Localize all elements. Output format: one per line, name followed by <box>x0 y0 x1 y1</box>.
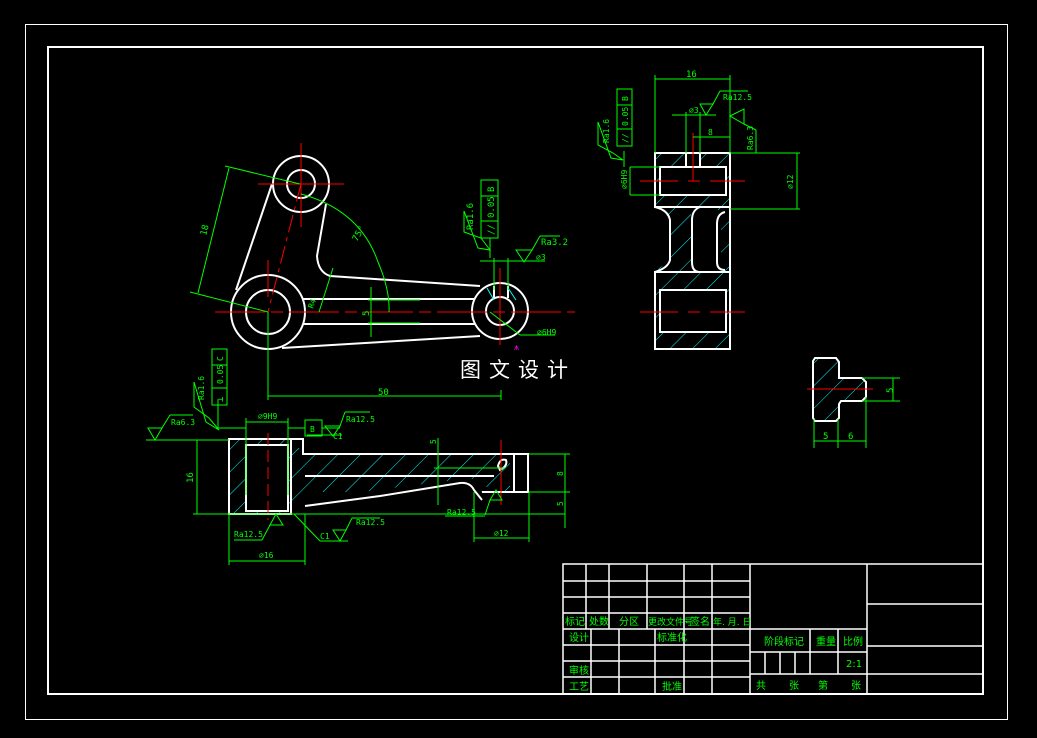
tolerance-value: 0.05 <box>216 365 225 384</box>
roughness-left: Ra1.6 <box>602 119 611 143</box>
chamfer-top: C1 <box>333 432 343 441</box>
sheets-label: 张 <box>789 680 799 692</box>
marker-icon: ⩚ <box>514 343 519 353</box>
design-label: 设计 <box>569 631 589 644</box>
outer-border <box>25 24 1008 720</box>
approve-label: 批准 <box>662 680 682 693</box>
roughness-bottom-right: Ra12.5 <box>356 518 385 527</box>
roughness-bottom-left: Ra12.5 <box>234 530 263 539</box>
width-dim: 16 <box>686 70 697 80</box>
length-dim: 18 <box>199 224 211 237</box>
arm-thickness-dim: 5 <box>429 439 438 444</box>
face-roughness: Ra1.6 <box>197 376 206 400</box>
header-mark: 标记 <box>565 616 585 628</box>
section-height-dim: 5 <box>886 388 896 393</box>
arm-width-dim: 5 <box>362 311 372 316</box>
bore-dim: ⌀6H9 <box>620 170 629 189</box>
scale-value: 2:1 <box>846 659 862 670</box>
title-block: 标记 处数 分区 更改文件号 签名 年. 月. 日 设计 标准化 审核 工艺 批… <box>562 563 984 695</box>
section-view: 5 5 6 <box>807 357 900 448</box>
tolerance-value: 0.05 <box>487 196 497 218</box>
end-dia-dim: ⌀12 <box>494 529 509 538</box>
end-offset-dim: 5 <box>556 501 565 506</box>
tolerance-value: 0.05 <box>621 107 630 126</box>
pin-offset-dim: 8 <box>708 128 713 137</box>
roughness-top: Ra12.5 <box>723 93 752 102</box>
header-sign: 签名 <box>690 615 710 628</box>
section-width-left: 5 <box>823 432 828 442</box>
total-label: 共 <box>756 680 766 692</box>
review-label: 审核 <box>569 664 589 677</box>
header-zone: 分区 <box>619 616 639 628</box>
end-height-dim: 8 <box>556 471 565 476</box>
pin-hole-dim: ⌀3 <box>536 253 546 262</box>
watermark: 图文设计 <box>460 358 576 382</box>
outer-dim: ⌀12 <box>786 174 795 189</box>
radius-dim: R4 <box>306 297 318 309</box>
standardize-label: 标准化 <box>657 631 687 644</box>
stage-mark-label: 阶段标记 <box>764 635 804 648</box>
bore-dim: ⌀9H9 <box>258 412 277 421</box>
tolerance-symbol: ⊥ <box>216 396 226 402</box>
roughness-end: Ra12.5 <box>447 508 476 517</box>
inner-border <box>47 46 984 695</box>
tolerance-datum: B <box>487 187 497 192</box>
hole-dim: ⌀6H9 <box>537 328 556 337</box>
chamfer-bottom: C1 <box>320 532 330 541</box>
section-width-right: 6 <box>848 432 853 442</box>
header-date: 年. 月. 日 <box>713 616 751 628</box>
roughness-face: Ra1.6 <box>466 203 476 230</box>
weight-label: 重量 <box>816 635 836 648</box>
datum-b: B <box>310 425 315 434</box>
scale-label: 比例 <box>843 635 863 648</box>
page-label: 第 <box>818 679 828 692</box>
tolerance-symbol: // <box>621 133 630 143</box>
front-view: 18 75° R4 5 50 ⌀6H9 ⌀3 Ra3.2 Ra1.6 0.05 … <box>189 143 575 400</box>
side-view: 16 ⌀3 8 Ra12.5 Ra6.3 Ra1.6 ⌀6H9 ⌀12 0.05… <box>597 70 800 350</box>
roughness-pin: Ra3.2 <box>541 238 568 248</box>
header-count: 处数 <box>589 615 609 628</box>
tolerance-datum: C <box>216 356 225 361</box>
roughness-top: Ra12.5 <box>346 415 375 424</box>
outer-dia-dim: ⌀16 <box>259 551 274 560</box>
tolerance-symbol: // <box>487 224 497 235</box>
pin-hole-dim: ⌀3 <box>689 106 699 115</box>
sheet-label: 张 <box>851 680 861 692</box>
bottom-view: 16 ⌀9H9 ⌀16 B C1 C1 Ra6.3 Ra12.5 Ra12.5 … <box>146 348 570 565</box>
angle-dim: 75° <box>351 224 368 243</box>
roughness-left: Ra6.3 <box>171 418 195 427</box>
process-label: 工艺 <box>569 681 589 693</box>
header-change-doc: 更改文件号 <box>648 616 693 628</box>
roughness-right: Ra6.3 <box>746 126 755 150</box>
center-distance-dim: 50 <box>378 388 389 398</box>
height-dim: 16 <box>186 472 196 483</box>
tolerance-datum: B <box>621 96 630 101</box>
